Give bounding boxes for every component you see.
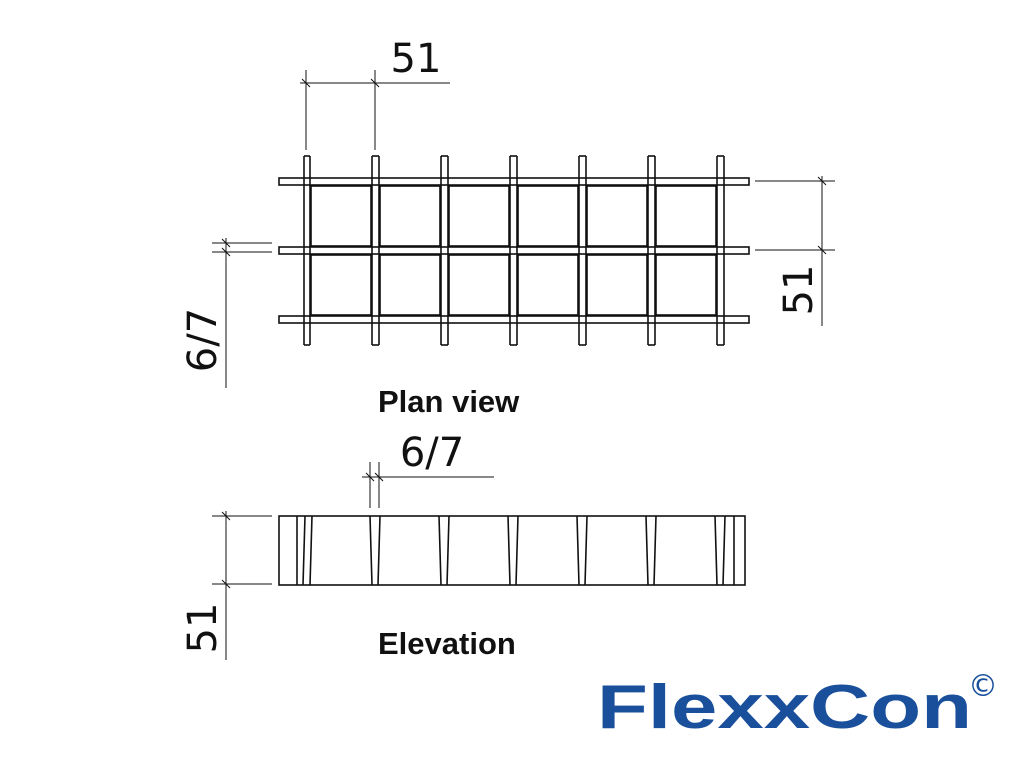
elevation-bars: [296, 515, 735, 586]
plan-vertical-bars: [303, 155, 725, 346]
plan-view-caption: Plan view: [378, 384, 520, 419]
logo-copyright: ©: [968, 669, 998, 704]
elevation-dim-height-left: 51: [180, 603, 226, 654]
logo-wordmark: FlexxCon: [597, 673, 972, 742]
plan-dim-pitch-top: 51: [391, 36, 442, 82]
flexxcon-logo: FlexxCon ©: [597, 669, 998, 742]
plan-horizontal-bars: [278, 177, 750, 324]
plan-dim-pitch-right: 51: [776, 265, 822, 316]
elevation-caption: Elevation: [378, 626, 516, 661]
plan-view: [278, 155, 750, 346]
plan-dimension-lines: [212, 70, 835, 388]
plan-cells: [311, 186, 716, 315]
elevation-dim-bar-top: 6/7: [400, 430, 464, 476]
elevation-dimension-lines: [212, 462, 494, 660]
elevation-view: [278, 515, 746, 586]
plan-dim-bar-left: 6/7: [180, 308, 226, 372]
